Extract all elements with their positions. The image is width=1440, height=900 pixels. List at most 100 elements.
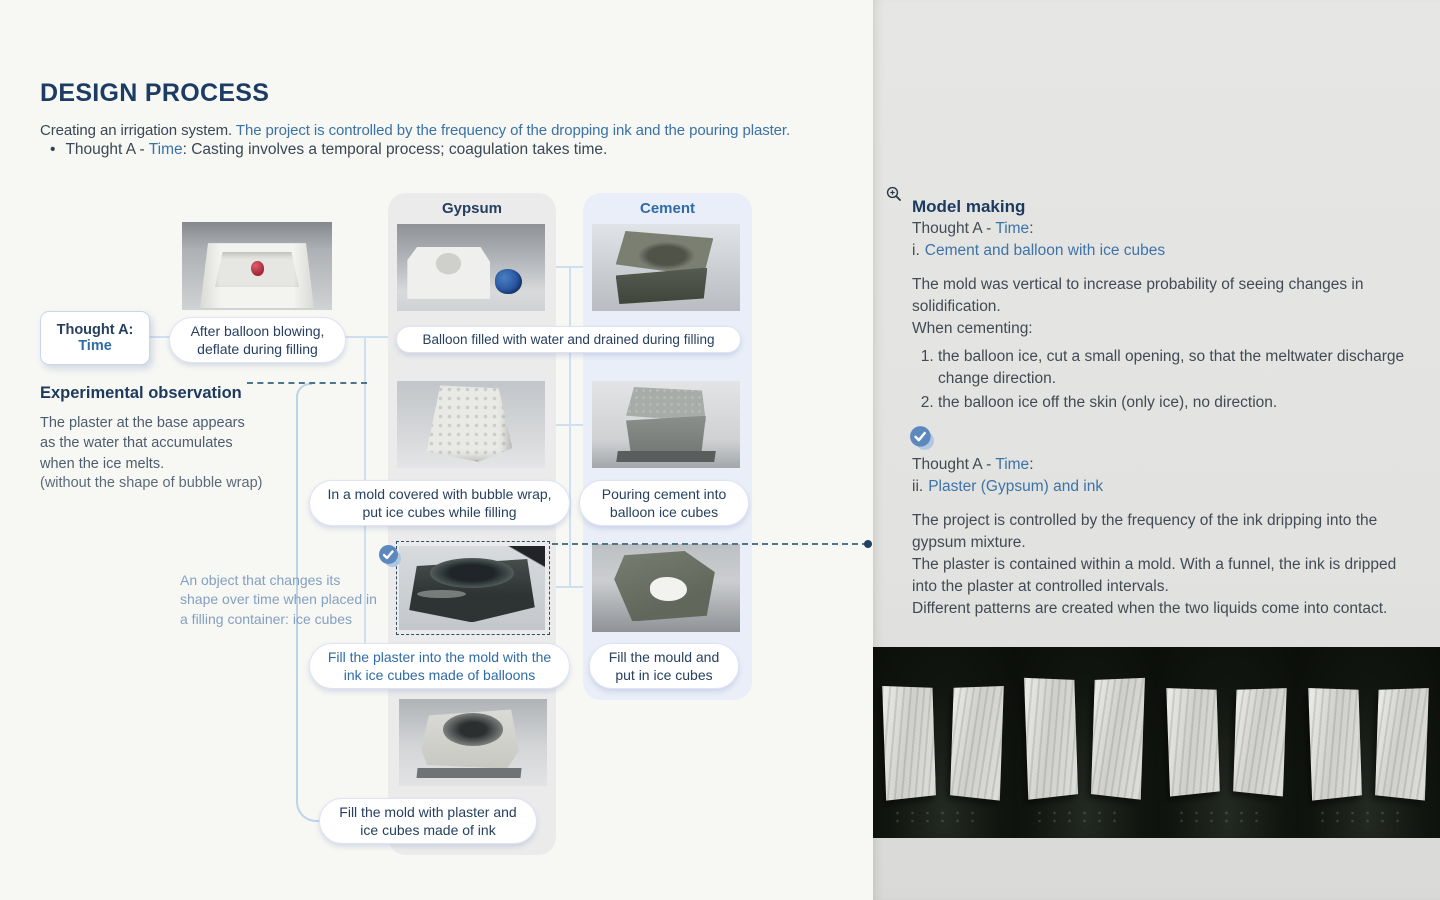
- section-i-post: :: [1029, 220, 1034, 237]
- thought-box-line1: Thought A:: [56, 322, 134, 338]
- pill-fill-mold-ink: Fill the mold with plaster and ice cubes…: [319, 798, 537, 844]
- photo-art: [949, 686, 1004, 801]
- photo-gypsum-balloon-mold: [397, 224, 545, 311]
- list-item: the balloon ice off the skin (only ice),…: [938, 392, 1438, 414]
- check-circle-icon: [909, 425, 935, 451]
- experimental-observation-note: (without the shape of bubble wrap): [40, 475, 263, 491]
- photo-art: [1374, 688, 1430, 801]
- intro-blue: The project is controlled by the frequen…: [235, 122, 791, 139]
- zoom-in-icon: [885, 185, 903, 203]
- list-item: the balloon ice, cut a small opening, so…: [938, 346, 1438, 390]
- paragraph-line: The plaster is contained within a mold. …: [912, 556, 1397, 595]
- model-making-panel: Model making Thought A - Time: i.Cement …: [873, 0, 1440, 900]
- section-ii-link: Plaster (Gypsum) and ink: [928, 478, 1104, 495]
- section-ii-accent: Time: [995, 456, 1030, 473]
- photo-art: [615, 267, 708, 305]
- intro-text: Creating an irrigation system. The proje…: [40, 122, 790, 139]
- model-making-heading: Model making: [912, 197, 1026, 217]
- plaster-photo-strip: [873, 647, 1440, 838]
- thought-box-line2: Time: [78, 338, 112, 354]
- photo-art: [494, 269, 522, 295]
- photo-art: [443, 712, 503, 746]
- bullet-pre: Thought A -: [65, 141, 149, 158]
- section-ii-title: Thought A - Time:: [912, 454, 1103, 476]
- photo-plaster-pair-1: [873, 647, 1015, 838]
- pill-fill-plaster: Fill the plaster into the mold with the …: [309, 643, 570, 689]
- section-i-link: Cement and balloon with ice cubes: [924, 242, 1166, 259]
- paragraph-line: The project is controlled by the frequen…: [912, 512, 1378, 551]
- section-i-header: Thought A - Time: i.Cement and balloon w…: [912, 218, 1165, 262]
- photo-art: [626, 415, 706, 455]
- pill-bubble-wrap: In a mold covered with bubble wrap, put …: [309, 480, 570, 526]
- photo-art: [416, 589, 467, 599]
- photo-art: [649, 577, 687, 602]
- photo-tray-red-balloon: [182, 222, 332, 310]
- bracket-left: [296, 394, 324, 822]
- thought-a-time-box: Thought A: Time: [40, 311, 150, 365]
- photo-gypsum-crater-block: [399, 699, 547, 786]
- bullet-dot: •: [50, 141, 56, 158]
- photo-art: [251, 260, 264, 276]
- photo-gypsum-bubblewrap-cube: [397, 381, 545, 468]
- paragraph-line: When cementing:: [912, 320, 1033, 337]
- gypsum-column-header: Gypsum: [441, 200, 502, 217]
- check-circle-icon: [378, 544, 402, 568]
- section-ii-item: ii. Plaster (Gypsum) and ink: [912, 476, 1103, 498]
- photo-art: [416, 767, 521, 779]
- section-ii-post: :: [1029, 456, 1034, 473]
- connector-row3: [545, 586, 593, 588]
- section-i-item: i.Cement and balloon with ice cubes: [912, 240, 1165, 262]
- cementing-steps-list: the balloon ice, cut a small opening, so…: [912, 346, 1438, 416]
- dashed-link-to-notes: [552, 543, 868, 545]
- connector-row2: [545, 424, 593, 426]
- pill-fill-mould: Fill the mould and put in ice cubes: [589, 643, 739, 689]
- photo-cement-gray-cube: [592, 381, 740, 468]
- dashed-link-endpoint-dot: [864, 540, 872, 548]
- bullet-post: : Casting involves a temporal process; c…: [182, 141, 608, 158]
- thought-a-bullet: •Thought A - Time: Casting involves a te…: [50, 141, 607, 159]
- photo-art: [616, 451, 716, 463]
- pill-pouring-cement: Pouring cement into balloon ice cubes: [579, 480, 749, 526]
- photo-plaster-pair-3: [1156, 647, 1299, 838]
- section-ii-numeral: ii.: [912, 478, 924, 495]
- experimental-observation-heading: Experimental observation: [40, 384, 242, 402]
- photo-art: [1091, 678, 1146, 801]
- photo-gypsum-ink-mold-selected: [399, 546, 545, 630]
- paragraph-line: The mold was vertical to increase probab…: [912, 276, 1364, 315]
- photo-art: [626, 387, 706, 422]
- section-ii-paragraph: The project is controlled by the frequen…: [912, 510, 1424, 620]
- photo-plaster-pair-2: [1014, 647, 1157, 838]
- photo-plaster-pair-4: [1298, 647, 1440, 838]
- section-i-numeral: i.: [912, 242, 920, 259]
- experimental-observation-body: The plaster at the base appears as the w…: [40, 415, 245, 472]
- pill-balloon-filled: Balloon filled with water and drained du…: [396, 326, 741, 353]
- bracket-top-curve: [296, 383, 312, 399]
- photo-cement-crater-cube: [592, 224, 740, 311]
- photo-cement-slab-hole: [592, 544, 740, 632]
- section-i-pre: Thought A -: [912, 220, 996, 237]
- section-ii-header: Thought A - Time: ii. Plaster (Gypsum) an…: [912, 454, 1103, 498]
- connector-row1: [545, 266, 593, 268]
- pill-after-balloon: After balloon blowing, deflate during fi…: [169, 317, 346, 363]
- photo-art: [1166, 688, 1221, 797]
- section-i-paragraph: The mold was vertical to increase probab…: [912, 274, 1420, 340]
- cement-column-header: Cement: [639, 200, 695, 217]
- intro-dark: Creating an irrigation system.: [40, 122, 236, 139]
- photo-art: [1307, 688, 1362, 801]
- photo-art: [429, 557, 515, 588]
- section-ii-pre: Thought A -: [912, 456, 996, 473]
- page-title: DESIGN PROCESS: [40, 78, 270, 107]
- photo-art: [1024, 678, 1079, 801]
- photo-art: [426, 385, 513, 462]
- paragraph-line: Different patterns are created when the …: [912, 600, 1388, 617]
- selected-photo-dashed-frame: [396, 541, 550, 635]
- section-i-title: Thought A - Time:: [912, 218, 1165, 240]
- ice-cube-side-note: An object that changes its shape over ti…: [180, 572, 377, 627]
- photo-art: [1233, 688, 1288, 797]
- section-i-accent: Time: [995, 220, 1030, 237]
- photo-art: [882, 686, 937, 801]
- connector-center-vertical: [569, 266, 571, 587]
- photo-art: [407, 246, 491, 299]
- dashed-link-observation: [247, 382, 367, 384]
